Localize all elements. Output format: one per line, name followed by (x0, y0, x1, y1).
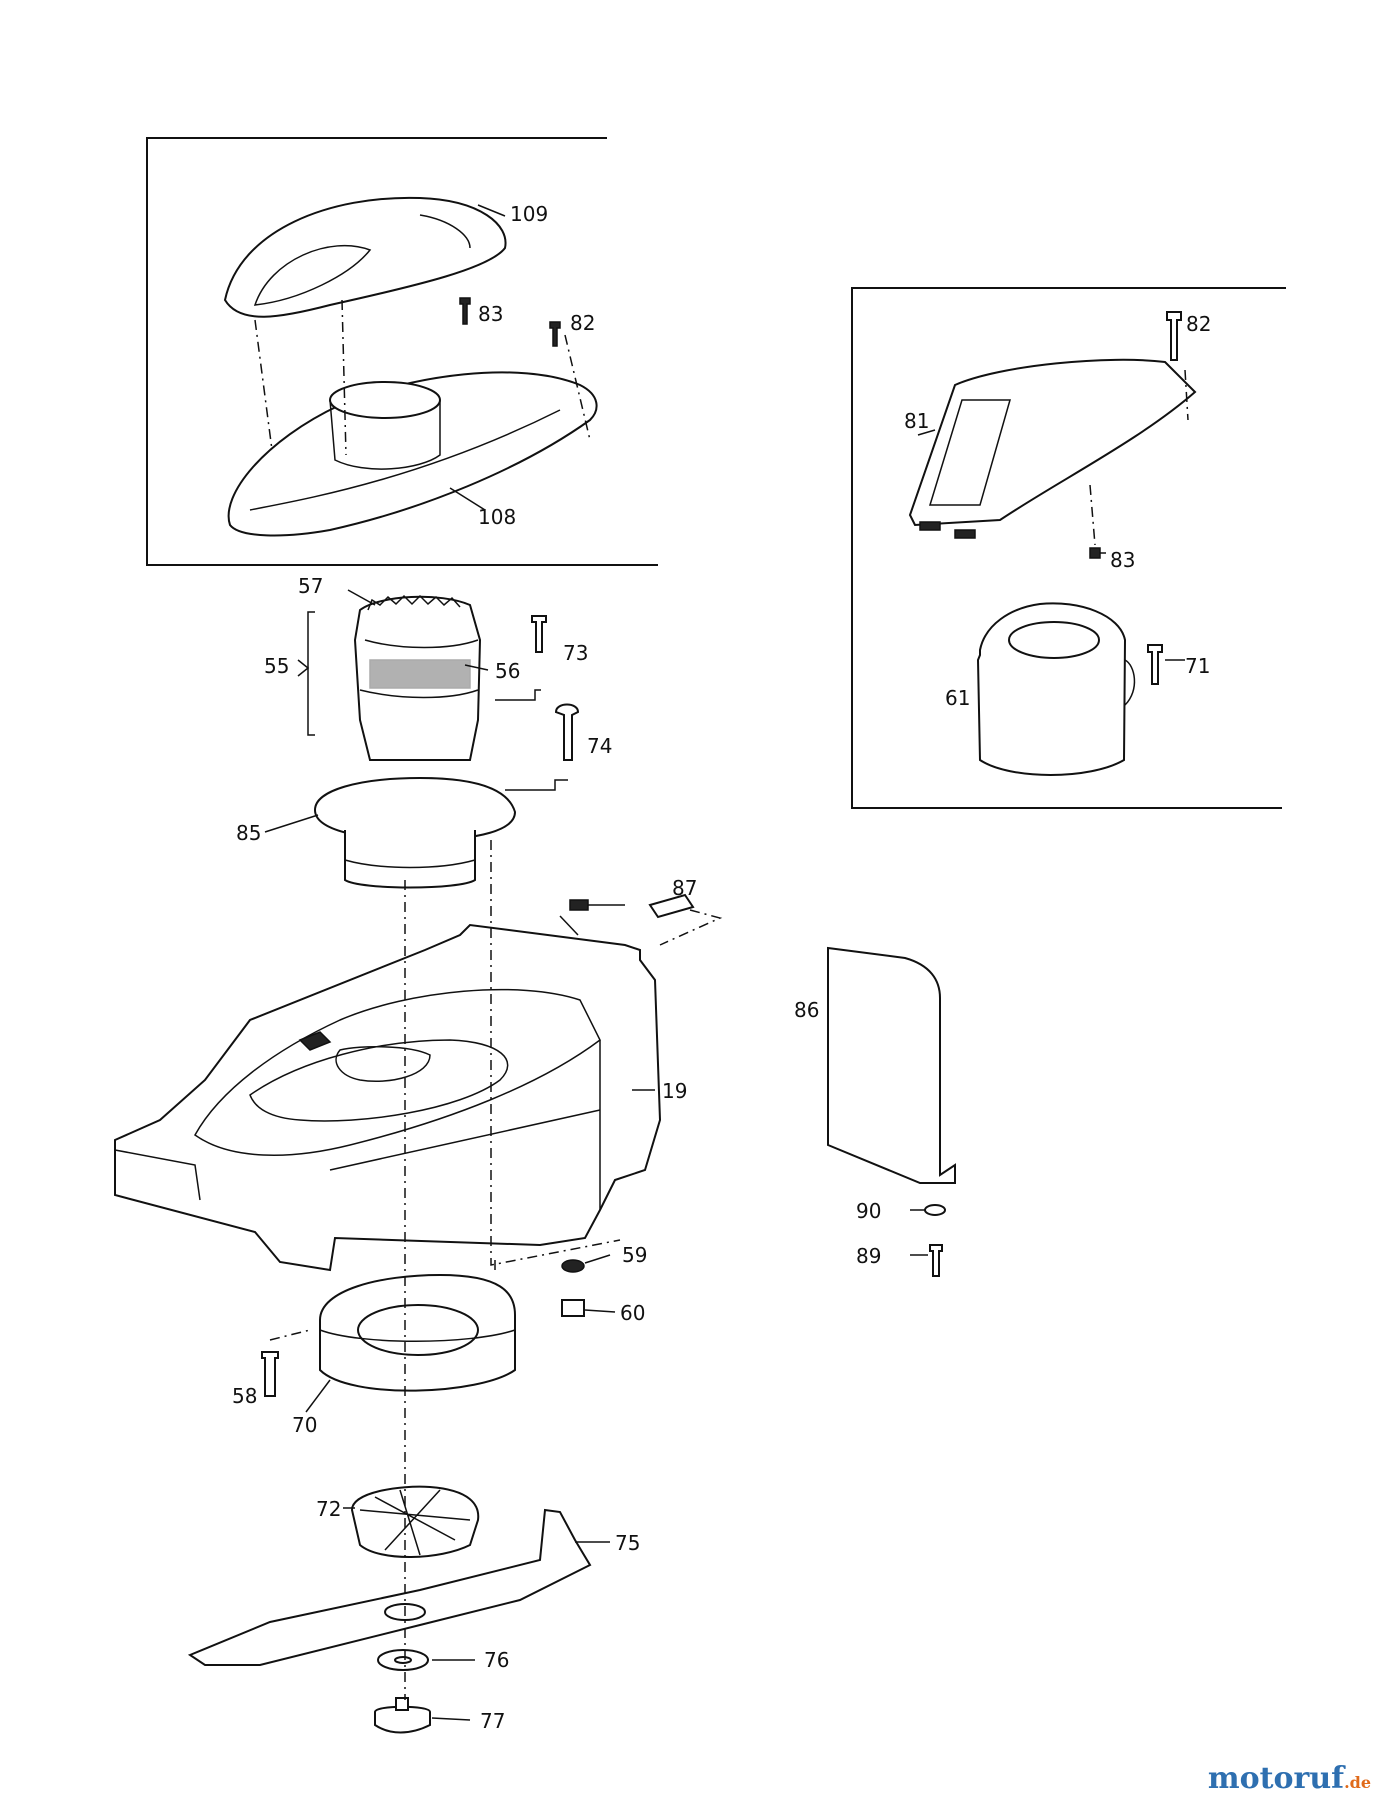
label-86: 86 (794, 998, 819, 1022)
inset-cover-variant-b (851, 287, 1286, 809)
bracket-assembly (569, 893, 723, 946)
brand-watermark: motoruf.de (1208, 1761, 1371, 1796)
screw-82-a (549, 321, 561, 347)
label-77: 77 (480, 1709, 505, 1733)
watermark-brand: motoruf (1207, 1761, 1345, 1796)
label-70: 70 (292, 1413, 317, 1437)
label-57: 57 (298, 574, 323, 598)
label-85: 85 (236, 821, 261, 845)
leader-lines (264, 429, 1185, 1721)
label-75: 75 (615, 1531, 640, 1555)
label-55: 55 (264, 654, 289, 678)
fan-assembly (350, 1485, 480, 1558)
label-83-a: 83 (478, 302, 503, 326)
label-74: 74 (587, 734, 612, 758)
label-82-b: 82 (1186, 312, 1211, 336)
label-73: 73 (563, 641, 588, 665)
fasteners (494, 1259, 585, 1317)
label-89: 89 (856, 1244, 881, 1268)
label-109: 109 (510, 202, 548, 226)
fan-impeller-part (350, 1485, 480, 1558)
label-59: 59 (622, 1243, 647, 1267)
deflector-assembly (827, 946, 956, 1277)
label-87: 87 (672, 876, 697, 900)
motor-cover-part (908, 358, 1197, 527)
label-58: 58 (232, 1384, 257, 1408)
label-82-a: 82 (570, 311, 595, 335)
mower-deck (114, 923, 662, 1272)
label-90: 90 (856, 1199, 881, 1223)
label-19: 19 (662, 1079, 687, 1103)
label-61: 61 (945, 686, 970, 710)
inset-cover-variant-a (146, 137, 658, 566)
label-76: 76 (484, 1648, 509, 1672)
motor-assembly (297, 594, 580, 889)
label-108: 108 (478, 505, 516, 529)
fan-housing (261, 1273, 516, 1397)
label-71: 71 (1185, 654, 1210, 678)
deflector-plate-part (827, 946, 956, 1184)
deck-housing-part (114, 923, 662, 1272)
label-60: 60 (620, 1301, 645, 1325)
label-81: 81 (904, 409, 929, 433)
label-56: 56 (495, 659, 520, 683)
cutting-blade-part (187, 1508, 592, 1666)
screw-83-a (459, 297, 471, 325)
top-cover-part (223, 196, 507, 318)
watermark-suffix: .de (1344, 1773, 1371, 1792)
label-83-b: 83 (1110, 548, 1135, 572)
part-labels: 109 83 82 108 82 81 83 61 71 57 55 56 73… (232, 202, 1211, 1733)
label-72: 72 (316, 1497, 341, 1521)
